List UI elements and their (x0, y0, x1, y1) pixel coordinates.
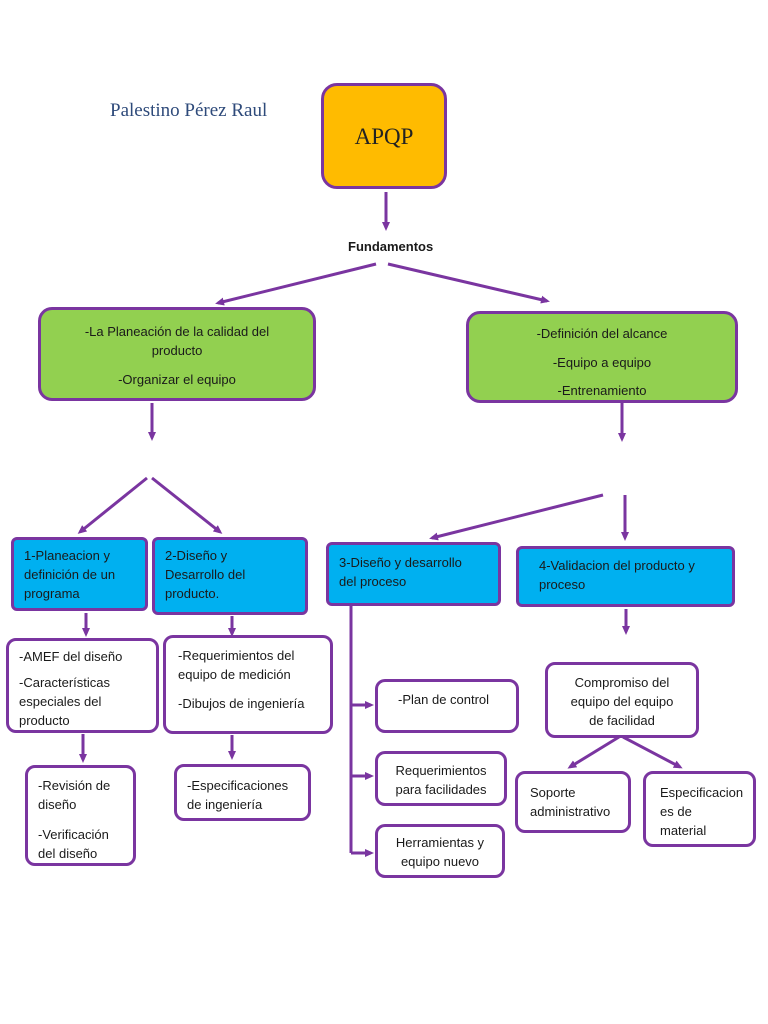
phase-1-line2: definición de un (24, 567, 116, 582)
p4-compromiso-1: Compromiso del (574, 675, 670, 690)
p1-review-node: -Revisión de diseño -Verificación del di… (25, 765, 136, 866)
arrow-fund-left (215, 262, 377, 306)
green-left-line3: -Organizar el equipo (118, 372, 236, 387)
green-right-line2: -Equipo a equipo (552, 355, 652, 370)
author-name: Palestino Pérez Raul (110, 100, 268, 121)
p2-item-req-2: equipo de medición (178, 667, 291, 682)
arrow-fund-right (387, 262, 550, 304)
p4-espec-1: Especificacion (660, 785, 744, 800)
p1-item-caract-2: especiales del (19, 694, 102, 709)
p2-spec-node: -Especificaciones de ingeniería (174, 764, 311, 821)
arrow-comp-soporte (567, 735, 620, 769)
p1-items-node: -AMEF del diseño -Características especi… (6, 638, 159, 733)
phase-1-line3: programa (24, 586, 80, 601)
p1-verif-1: -Verificación (38, 827, 109, 842)
p4-compromiso-2: equipo del equipo (570, 694, 674, 709)
phase-2-line1: 2-Diseño y (165, 548, 228, 563)
p4-compromiso-node: Compromiso del equipo del equipo de faci… (545, 662, 699, 738)
green-node-right: -Definición del alcance -Equipo a equipo… (466, 311, 738, 403)
phase-4-node: 4-Validacion del producto y proceso (516, 546, 735, 607)
p1-review-1: -Revisión de (38, 778, 111, 793)
phase-3-node: 3-Diseño y desarrollo del proceso (326, 542, 501, 606)
phase-2-line2: Desarrollo del (165, 567, 246, 582)
green-right-line3: -Entrenamiento (557, 383, 647, 398)
p2-item-dibujos: -Dibujos de ingeniería (178, 696, 305, 711)
p4-soporte-node: Soporte administrativo (515, 771, 631, 833)
p3-herr-node: Herramientas y equipo nuevo (375, 824, 505, 878)
p3-plan-node: -Plan de control (375, 679, 519, 733)
p3-req-node: Requerimientos para facilidades (375, 751, 507, 806)
phase-3-line1: 3-Diseño y desarrollo (339, 555, 462, 570)
p3-herr-2: equipo nuevo (400, 854, 480, 869)
arrow-comp-espec (622, 735, 683, 769)
p1-item-caract-1: -Características (19, 675, 111, 690)
phase-1-line1: 1-Planeacion y (24, 548, 110, 563)
p1-item-amef: -AMEF del diseño (19, 649, 123, 664)
green-left-line2: producto (151, 343, 203, 358)
p4-especificaciones-node: Especificacion es de material (643, 771, 756, 847)
green-left-line1: -La Planeación de la calidad del (84, 324, 270, 339)
phase-3-line2: del proceso (339, 574, 407, 589)
phase-2-node: 2-Diseño y Desarrollo del producto. (152, 537, 308, 615)
p4-soporte-2: administrativo (530, 804, 611, 819)
p4-espec-2: es de material (660, 804, 707, 838)
arrow-split-p3 (429, 493, 604, 541)
arrow-split-p2 (151, 476, 223, 534)
p3-req-2: para facilidades (395, 782, 487, 797)
green-node-left: -La Planeación de la calidad del product… (38, 307, 316, 401)
phase-4-line2: proceso (539, 577, 586, 592)
green-right-line1: -Definición del alcance (536, 326, 668, 341)
p3-herr-1: Herramientas y (395, 835, 485, 850)
p2-items-node: -Requerimientos del equipo de medición -… (163, 635, 333, 734)
phase-1-node: 1-Planeacion y definición de un programa (11, 537, 148, 611)
root-node-apqp: APQP (321, 83, 447, 189)
p2-item-req-1: -Requerimientos del (178, 648, 295, 663)
p2-spec-1: -Especificaciones (187, 778, 289, 793)
root-label: APQP (354, 123, 414, 149)
p1-review-2: diseño (38, 797, 77, 812)
p1-verif-2: del diseño (38, 846, 98, 861)
p4-soporte-1: Soporte (530, 785, 576, 800)
phase-2-line3: producto. (165, 586, 220, 601)
phase-4-line1: 4-Validacion del producto y (539, 558, 695, 573)
p2-spec-2: de ingeniería (187, 797, 263, 812)
p1-item-caract-3: producto (19, 713, 70, 728)
p3-req-1: Requerimientos (395, 763, 487, 778)
arrow-split-p1 (77, 476, 148, 534)
fundamentos-label: Fundamentos (348, 239, 434, 254)
p4-compromiso-3: de facilidad (589, 713, 655, 728)
p3-plan-label: -Plan de control (398, 692, 490, 707)
